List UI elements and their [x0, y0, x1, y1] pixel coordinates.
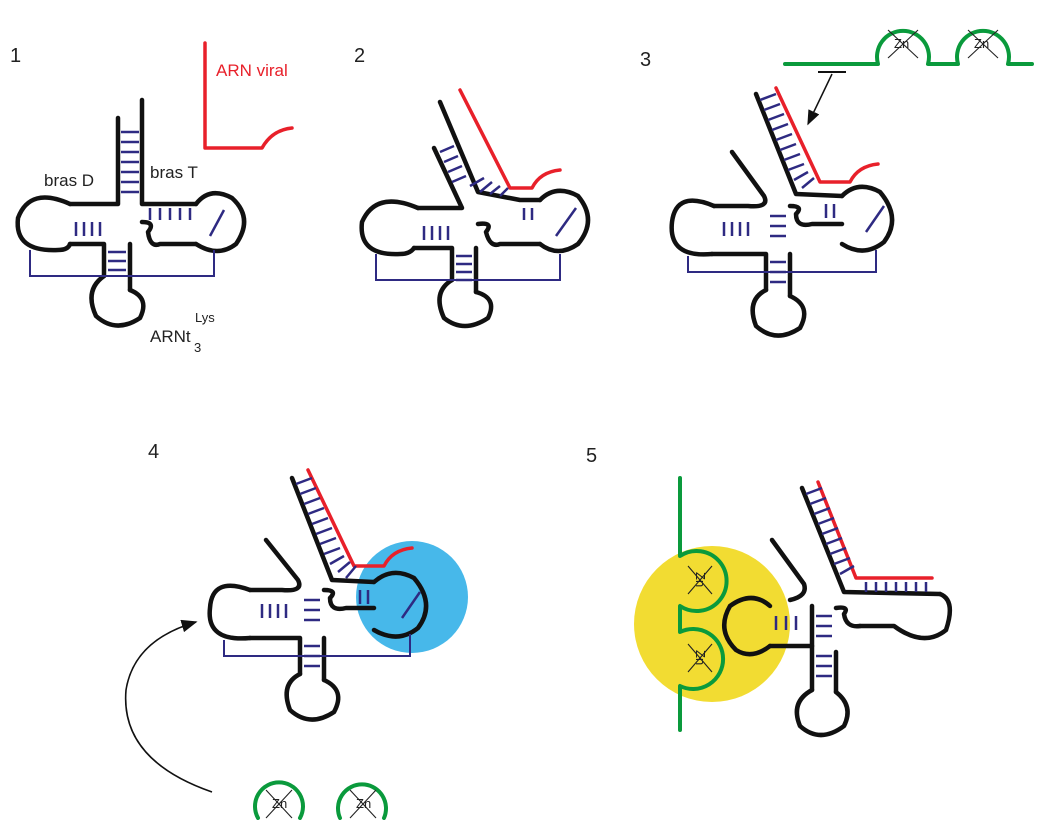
nucleocapsid-protein: Zn Zn [678, 476, 729, 732]
step-3-number: 3 [640, 49, 651, 71]
trna-structure [359, 99, 591, 329]
zinc-finger-2: Zn [336, 782, 388, 820]
binding-arrow [124, 619, 213, 793]
trna-label: ARNt [150, 327, 191, 346]
base-pairs [29, 130, 215, 277]
base-pairs [774, 486, 928, 678]
step-1-panel: 1 ARN viral [10, 41, 294, 355]
t-arm-label: bras T [150, 163, 198, 182]
base-pairs [223, 476, 411, 668]
trna-structure [722, 485, 953, 738]
viral-rna-annealed [816, 480, 934, 580]
base-pairs [375, 144, 561, 282]
viral-rna-label: ARN viral [216, 61, 288, 80]
t-loop-mark [208, 209, 226, 237]
nucleocapsid-protein: Zn Zn [783, 28, 1034, 126]
zinc-finger-2: Zn [687, 643, 713, 673]
step-5-number: 5 [586, 445, 597, 467]
zinc-label: Zn [693, 650, 708, 665]
zinc-finger-1: Zn [253, 780, 305, 820]
zinc-label: Zn [356, 796, 371, 811]
zinc-label: Zn [974, 36, 989, 51]
binding-arrow [807, 73, 833, 126]
trna-label-subscript: 3 [194, 340, 201, 355]
trna-structure [669, 91, 895, 338]
viral-rna-annealed [306, 468, 414, 568]
zinc-finger-2: Zn [967, 29, 999, 59]
step-3-panel: 3 Zn Zn [640, 28, 1034, 338]
trna-structure [207, 475, 429, 722]
zinc-finger-1: Zn [687, 565, 713, 595]
trna-structure [15, 97, 247, 328]
zinc-label: Zn [894, 36, 909, 51]
step-2-number: 2 [354, 45, 365, 67]
viral-rna-annealed [458, 88, 562, 190]
step-4-panel: 4 [124, 441, 468, 820]
d-arm-label: bras D [44, 171, 94, 190]
trna-label-superscript: Lys [195, 310, 215, 325]
step-1-number: 1 [10, 45, 21, 67]
t-loop-highlight [356, 541, 468, 653]
viral-rna-strand [203, 41, 294, 150]
zinc-finger-highlight [634, 546, 790, 702]
zinc-finger-1: Zn [887, 29, 919, 59]
step-5-panel: 5 Zn Zn [586, 445, 953, 738]
step-2-panel: 2 [354, 45, 591, 329]
zinc-label: Zn [693, 572, 708, 587]
zinc-label: Zn [272, 796, 287, 811]
base-pairs [687, 92, 877, 284]
step-4-number: 4 [148, 441, 159, 463]
viral-rna-annealed [774, 86, 880, 184]
